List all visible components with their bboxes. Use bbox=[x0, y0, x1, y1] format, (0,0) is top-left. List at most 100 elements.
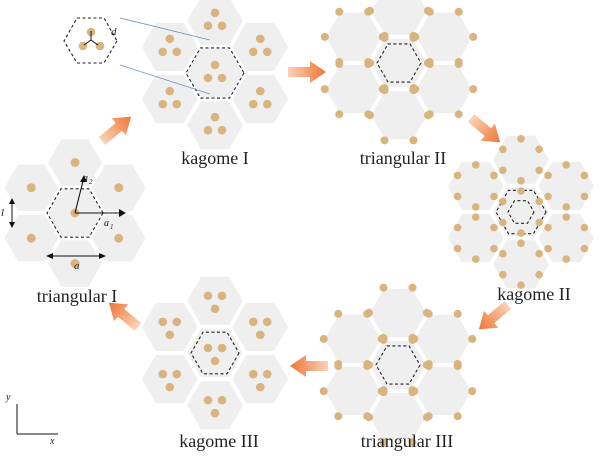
particle bbox=[425, 58, 434, 66]
particle bbox=[334, 360, 343, 368]
vector-a2-head bbox=[80, 175, 87, 182]
hex-cell bbox=[139, 353, 200, 406]
particle bbox=[423, 413, 431, 422]
particle bbox=[172, 317, 182, 327]
particle bbox=[255, 382, 265, 392]
particle bbox=[490, 244, 498, 253]
particle bbox=[379, 283, 388, 292]
particle bbox=[562, 255, 571, 263]
particle bbox=[364, 110, 373, 119]
inset-vector-left bbox=[83, 39, 92, 46]
particle bbox=[453, 223, 462, 232]
label-triangular-2: triangular II bbox=[360, 148, 446, 168]
axes-indicator: y x bbox=[5, 392, 58, 447]
particle bbox=[335, 7, 344, 16]
vector-a1-head bbox=[119, 209, 126, 217]
particle bbox=[255, 330, 265, 340]
particle bbox=[409, 136, 418, 145]
particle bbox=[468, 334, 477, 343]
label-a: a bbox=[74, 260, 80, 272]
y-axis-label: y bbox=[5, 392, 11, 403]
particle bbox=[172, 47, 182, 57]
arrow-k2-to-t3 bbox=[478, 301, 512, 330]
particle bbox=[453, 171, 462, 180]
particle bbox=[363, 360, 372, 368]
particle bbox=[334, 412, 343, 421]
particle bbox=[377, 387, 386, 396]
particle bbox=[210, 60, 220, 70]
particle bbox=[319, 334, 328, 343]
particle bbox=[471, 255, 480, 263]
particle bbox=[210, 356, 220, 366]
particle bbox=[517, 187, 525, 195]
label-triangular-3: triangular III bbox=[361, 431, 453, 451]
particle bbox=[535, 218, 543, 227]
particle bbox=[424, 309, 433, 318]
particle bbox=[255, 86, 265, 96]
particle bbox=[408, 283, 417, 292]
inset-link-line-top bbox=[119, 17, 211, 41]
particle bbox=[580, 171, 589, 180]
x-axis-label: x bbox=[49, 436, 55, 447]
label-a1: a bbox=[104, 218, 109, 229]
particle bbox=[490, 192, 498, 201]
particle bbox=[454, 58, 463, 66]
panel-triangular-1 bbox=[2, 137, 148, 289]
dimension-l-head-top bbox=[9, 198, 15, 204]
arrow-t3-to-k3 bbox=[290, 355, 328, 377]
particle bbox=[158, 47, 168, 57]
arrow-t1-to-k1 bbox=[98, 116, 132, 145]
label-kagome-2: kagome II bbox=[497, 284, 570, 304]
particle bbox=[468, 387, 477, 396]
particle bbox=[499, 270, 507, 279]
particle bbox=[158, 99, 168, 109]
particle bbox=[517, 281, 525, 290]
panel-kagome-1 bbox=[139, 0, 291, 152]
particle bbox=[262, 369, 272, 379]
hex-cell bbox=[139, 73, 200, 126]
particle bbox=[26, 183, 36, 193]
hex-cell bbox=[536, 159, 597, 212]
particle bbox=[366, 6, 374, 15]
hex-cell bbox=[445, 212, 506, 265]
particle bbox=[379, 333, 388, 342]
hex-cell bbox=[184, 379, 246, 432]
particle bbox=[408, 388, 417, 397]
inset-vector-right bbox=[90, 39, 99, 46]
particle bbox=[517, 239, 525, 248]
dimension-l-head-bottom bbox=[9, 222, 15, 228]
label-a2: a bbox=[83, 173, 88, 184]
particle bbox=[544, 223, 552, 232]
arrow-k3-to-t1 bbox=[108, 302, 142, 331]
particle bbox=[203, 343, 213, 353]
particle bbox=[114, 183, 124, 193]
particle bbox=[334, 309, 343, 318]
particle bbox=[469, 85, 478, 94]
hex-cell bbox=[490, 185, 552, 239]
inset-hexagon bbox=[63, 17, 118, 64]
particle bbox=[379, 438, 388, 447]
particle bbox=[535, 197, 543, 206]
hex-cell bbox=[184, 326, 246, 380]
particle bbox=[499, 145, 507, 154]
particle bbox=[203, 291, 213, 301]
unit-cell-dashed bbox=[185, 47, 245, 99]
label-triangular-1: triangular I bbox=[37, 286, 117, 306]
particle bbox=[408, 438, 417, 447]
particle bbox=[172, 99, 182, 109]
particle bbox=[544, 244, 552, 253]
particle bbox=[562, 203, 571, 211]
unit-cell-dashed bbox=[507, 200, 535, 224]
particle bbox=[248, 99, 258, 109]
inset-kagome-unit: d bbox=[63, 17, 211, 95]
particle bbox=[424, 360, 433, 368]
hex-cell bbox=[230, 20, 291, 73]
particle bbox=[454, 110, 463, 119]
particle bbox=[454, 7, 463, 16]
particle bbox=[210, 112, 220, 122]
particle bbox=[365, 308, 373, 317]
panel-triangular-3 bbox=[319, 283, 477, 447]
hex-cell bbox=[536, 212, 597, 265]
particle bbox=[320, 32, 329, 41]
